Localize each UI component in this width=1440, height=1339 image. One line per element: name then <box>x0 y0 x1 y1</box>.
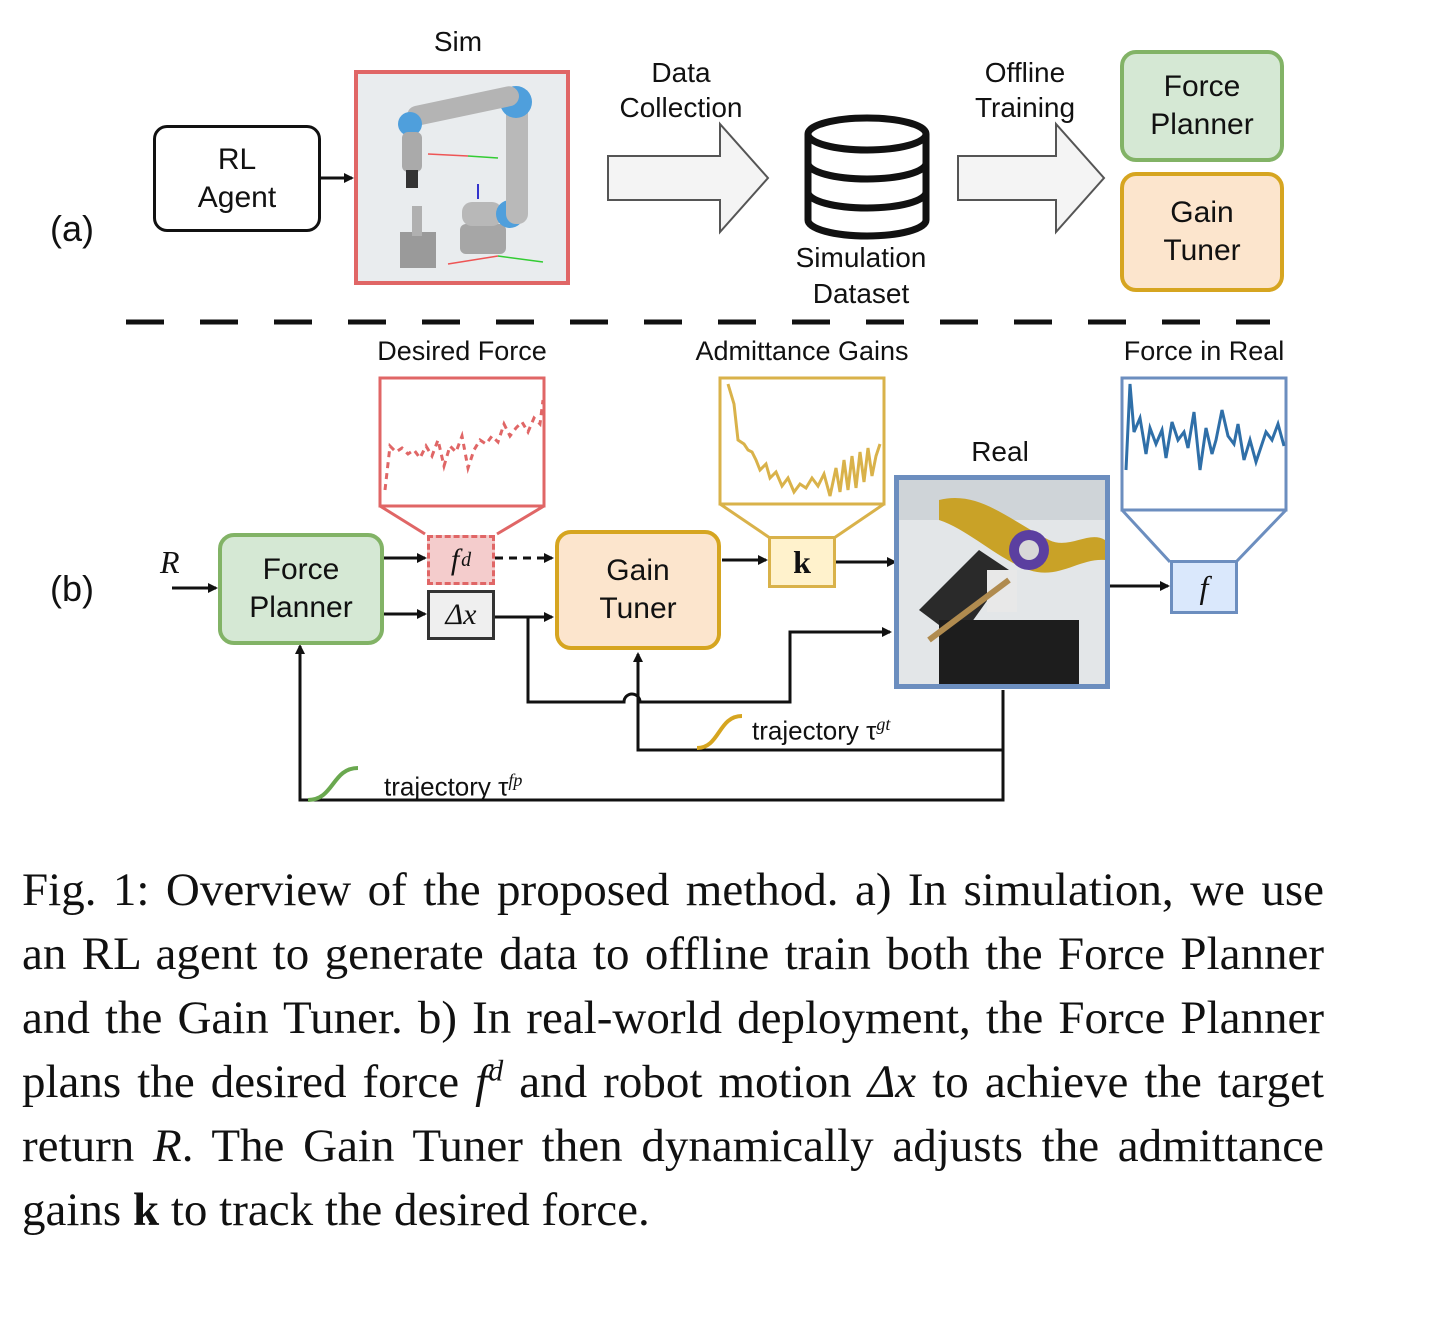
caption-fd: f <box>475 1056 489 1108</box>
fd-symbol: f <box>450 543 460 576</box>
data-collection-label: Data Collection <box>619 57 743 123</box>
caption-part-5: to track the desired force. <box>159 1184 650 1236</box>
caption-dx: Δx <box>867 1056 917 1108</box>
data-collection-arrow <box>607 121 770 235</box>
k-node: k <box>768 536 836 588</box>
figure-caption: Fig. 1: Overview of the proposed method.… <box>22 858 1324 1242</box>
arrow-dx-to-real <box>526 617 892 704</box>
caption-part-2: and robot motion <box>503 1056 868 1108</box>
trajectory-fp-text: trajectory τ <box>384 771 509 802</box>
feedback-gt-line <box>633 652 1005 752</box>
offline-training-arrow <box>957 121 1106 235</box>
dx-node: Δx <box>427 590 495 640</box>
dataset-label: Simulation Dataset <box>795 242 927 309</box>
trajectory-fp-label: trajectory τfp <box>384 770 522 803</box>
input-r: R <box>160 544 180 580</box>
caption-part-1: Fig. 1: Overview of the proposed method.… <box>22 864 1324 1108</box>
sim-image <box>354 70 570 285</box>
real-robot-image <box>894 475 1110 689</box>
trajectory-gt-sup: gt <box>876 714 891 734</box>
trajectory-fp-sup: fp <box>508 770 523 790</box>
panel-a-label: (a) <box>50 208 94 249</box>
caption-r: R <box>152 1120 182 1172</box>
diagram-lines <box>126 114 1288 802</box>
sim-title: Sim <box>433 26 483 57</box>
trajectory-gt-label: trajectory τgt <box>752 714 890 747</box>
caption-part-3: to achieve the target return <box>22 1056 1325 1172</box>
trajectory-gt-text: trajectory τ <box>752 715 877 746</box>
gain-tuner-box-b: Gain Tuner <box>555 530 721 650</box>
panel-b-label: (b) <box>50 568 94 609</box>
robot-arm-icon <box>358 74 566 281</box>
force-in-real-plot <box>1120 376 1288 564</box>
force-in-real-title: Force in Real <box>1123 336 1285 366</box>
force-planner-box-a: Force Planner <box>1120 50 1284 162</box>
caption-part-4: . The Gain Tuner then dynamically adjust… <box>22 1120 1324 1236</box>
offline-training-label: Offline Training <box>974 57 1076 123</box>
real-robot-icon <box>899 480 1105 684</box>
gain-tuner-box-a: Gain Tuner <box>1120 172 1284 292</box>
trajectory-fp-icon <box>307 766 359 802</box>
f-node: f <box>1170 560 1238 614</box>
caption-fd-sup: d <box>488 1054 504 1088</box>
database-icon <box>804 114 930 240</box>
admittance-gains-title: Admittance Gains <box>695 336 909 366</box>
trajectory-gt-icon <box>696 714 743 750</box>
force-planner-box-b: Force Planner <box>218 533 384 645</box>
desired-force-title: Desired Force <box>377 336 547 366</box>
desired-force-plot <box>378 376 546 536</box>
caption-k: k <box>132 1184 160 1236</box>
feedback-fp-line <box>295 644 1005 802</box>
real-title: Real <box>971 436 1029 467</box>
admittance-gains-plot <box>718 376 886 540</box>
rl-agent-box: RL Agent <box>153 125 321 232</box>
